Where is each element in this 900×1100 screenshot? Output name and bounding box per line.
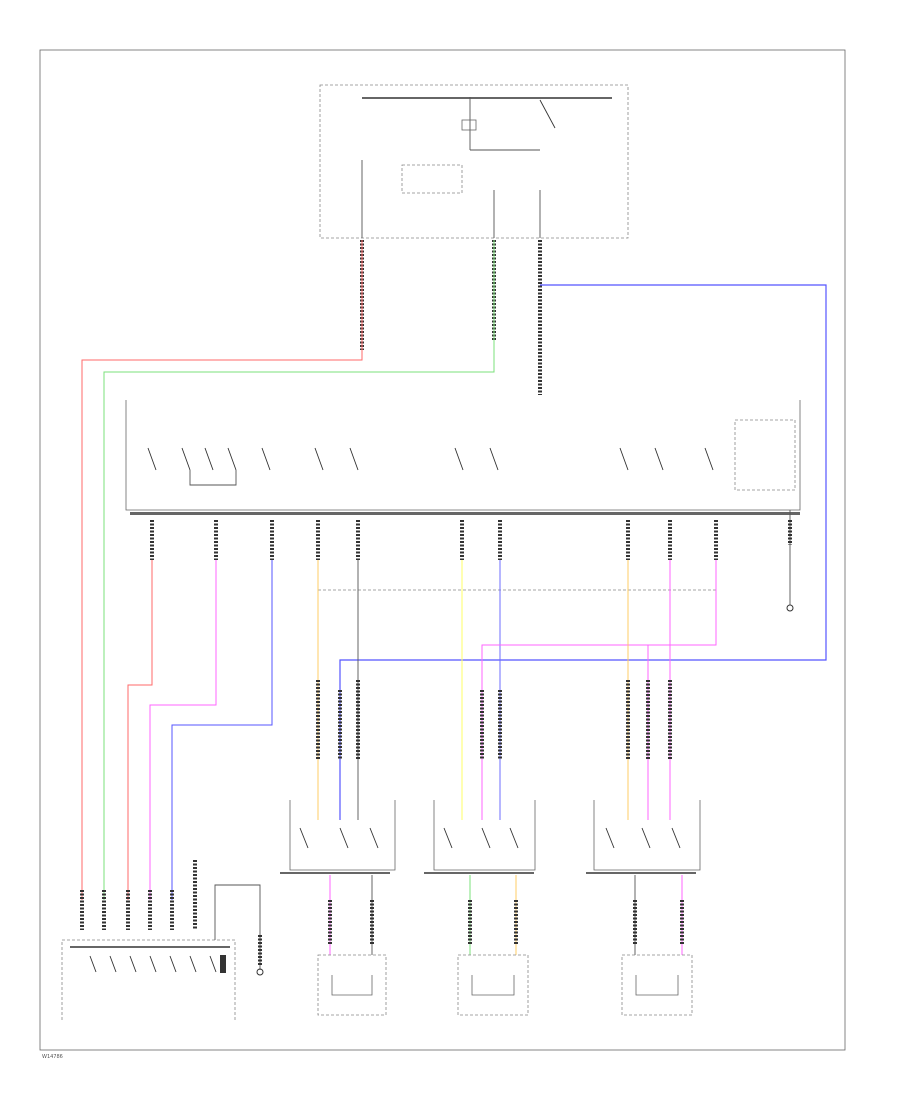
outer-frame bbox=[39, 49, 846, 1051]
passenger-window-switch bbox=[280, 800, 396, 874]
driver-motor-connectors bbox=[80, 860, 197, 930]
wire-green-feed bbox=[103, 240, 495, 900]
ground-wire-left bbox=[214, 884, 261, 970]
relay-switch bbox=[539, 99, 556, 129]
master-switch-frame bbox=[125, 400, 801, 511]
left-rear-window-switch bbox=[424, 800, 536, 874]
master-switch-bus bbox=[130, 512, 800, 515]
wire-blue bbox=[171, 560, 273, 900]
ground-symbol-right bbox=[786, 604, 794, 612]
right-rear-window-motor bbox=[621, 954, 693, 1016]
wire-blue-loop bbox=[339, 284, 827, 820]
junction-bus bbox=[362, 97, 612, 99]
passenger-window-motor bbox=[317, 954, 387, 1016]
relay-inner-box bbox=[401, 164, 463, 194]
driver-window-motor-block bbox=[61, 939, 236, 1020]
wire-red bbox=[127, 560, 153, 900]
wire-red-feed bbox=[81, 240, 363, 900]
right-rear-window-switch bbox=[586, 800, 701, 874]
footer-code: W14786 bbox=[42, 1054, 63, 1060]
wire-pink bbox=[149, 560, 217, 900]
relay-coil bbox=[461, 119, 477, 131]
junction-box bbox=[319, 84, 629, 239]
wire-pink-cross bbox=[481, 560, 717, 820]
master-switch-contacts bbox=[147, 419, 796, 491]
ground-symbol-left bbox=[256, 968, 264, 976]
left-rear-window-motor bbox=[457, 954, 529, 1016]
